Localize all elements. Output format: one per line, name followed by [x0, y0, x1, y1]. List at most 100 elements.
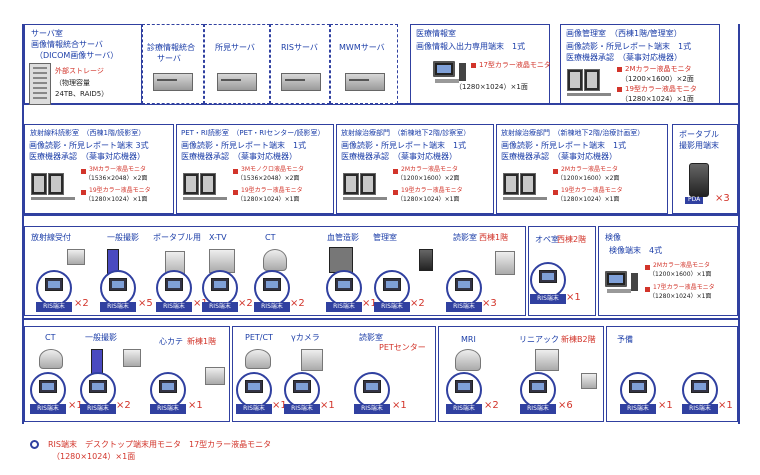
ris-terminal-row4-mri[interactable]: RIS端末 — [446, 372, 482, 414]
ris-terminal-row4-reading[interactable]: RIS端末 — [354, 372, 390, 414]
ris-count-or: ×1 — [566, 292, 581, 303]
row4-linac-device2-icon — [581, 373, 597, 389]
row4-gamma-device-icon — [301, 349, 323, 371]
inspection-m2r: （1280×1024）×1面 — [649, 293, 712, 300]
mwm-server-box: MWMサーバ — [330, 24, 398, 104]
row4-ct-device-icon — [39, 349, 63, 369]
xtv-label: X-TV — [209, 233, 227, 242]
ris-count-row4-gamma: ×1 — [320, 400, 335, 411]
ris-terminal-row4-reserve-2[interactable]: RIS端末 — [682, 372, 718, 414]
ris-terminal-row4-general[interactable]: RIS端末 — [80, 372, 116, 414]
pet-reading-l1: 画像読影・所見レポート端末 1式 — [181, 141, 307, 150]
pet-reading-m2: 19型カラー液晶モニタ — [241, 187, 303, 194]
radtherapy-a-m2: 19型カラー液晶モニタ — [401, 187, 463, 194]
radtherapy-a-bullet-2 — [393, 190, 398, 195]
ris-server-label: RISサーバ — [281, 43, 318, 52]
row4-mri-device-icon — [455, 349, 481, 371]
ris-count-row4-reading: ×1 — [392, 400, 407, 411]
legend-line-1: RIS端末 デスクトップ端末用モニタ 17型カラー液晶モニタ — [48, 440, 272, 449]
rad-reading-m1: 3Mカラー液晶モニタ — [89, 166, 146, 173]
backbone-trunk-left — [22, 24, 24, 424]
rad-reading-bullet-1 — [81, 169, 86, 174]
rad-reading-title: 放射線科読影室 （西棟1階/読影室） — [30, 129, 146, 137]
ris-terminal-xtv[interactable]: RIS端末 — [202, 270, 238, 312]
ris-terminal-or[interactable]: RIS端末 — [530, 262, 566, 304]
storage-capacity: （物理容量 — [55, 79, 90, 87]
legend-line-2: （1280×1024）×1面 — [52, 452, 136, 461]
backbone-line-3 — [22, 318, 740, 320]
ris-count-row4-reserve-2: ×1 — [718, 400, 733, 411]
reading-label: 読影室 — [453, 233, 477, 242]
radtherapy-b-title: 放射線治療部門 （新棟地下2階/治療計画室） — [501, 129, 645, 137]
ris-terminal-general[interactable]: RIS端末 — [100, 270, 136, 312]
legend-circle-icon — [30, 440, 39, 449]
mwm-server-label: MWMサーバ — [339, 43, 385, 52]
ris-terminal-ct[interactable]: RIS端末 — [254, 270, 290, 312]
imgmgmt-bullet-1 — [617, 67, 622, 72]
pet-reading-title: PET・RI読影室 （PET・RIセンター/読影室） — [181, 129, 325, 137]
radtherapy-b-box: 放射線治療部門 （新棟地下2階/治療計画室） 画像読影・所見レポート端末 1式 … — [496, 124, 668, 214]
ris-terminal-row4-ct[interactable]: RIS端末 — [30, 372, 66, 414]
row4-petct-label: PET/CT — [245, 333, 273, 342]
radtherapy-a-l2: 医療機器承認 （薬事対応機器） — [341, 152, 457, 161]
pet-reading-bullet-2 — [233, 190, 238, 195]
radtherapy-a-m1r: （1200×1600）×2面 — [397, 175, 460, 182]
radtherapy-b-m1: 2Mカラー液晶モニタ — [561, 166, 618, 173]
radtherapy-b-bullet-2 — [553, 190, 558, 195]
server-room-title: サーバ室 — [31, 29, 63, 38]
rad-reading-m2: 19型カラー液晶モニタ — [89, 187, 151, 194]
ris-terminal-reading[interactable]: RIS端末 — [446, 270, 482, 312]
ris-terminal-portable[interactable]: RIS端末 — [156, 270, 192, 312]
row4-linac-label: リニアック — [519, 335, 559, 344]
inspection-box: 検像 検像端末 4式 2Mカラー液晶モニタ （1200×1600）×1面 17型… — [598, 226, 738, 316]
radtherapy-b-bullet-1 — [553, 169, 558, 174]
radtherapy-a-bullet-1 — [393, 169, 398, 174]
ris-server-icon — [281, 73, 321, 91]
rad-reading-bullet-2 — [81, 190, 86, 195]
ris-count-row4-mri: ×2 — [484, 400, 499, 411]
ris-terminal-control[interactable]: RIS端末 — [374, 270, 410, 312]
imgmgmt-m2: 19型カラー液晶モニタ — [625, 85, 697, 93]
or-label: オペ室 — [535, 235, 559, 244]
ris-count-control: ×2 — [410, 298, 425, 309]
pda-icon — [689, 163, 709, 197]
ris-count-general: ×5 — [138, 298, 153, 309]
pda-label: PDA — [685, 196, 704, 204]
medinfo-terminal: 画像情報入出力専用端末 1式 — [416, 42, 526, 51]
ris-terminal-row4-cath[interactable]: RIS端末 — [150, 372, 186, 414]
general-label: 一般撮影 — [107, 233, 139, 242]
ris-terminal-row4-petct[interactable]: RIS端末 — [236, 372, 272, 414]
storage-label: 外部ストレージ — [55, 67, 104, 75]
or-loc: 西棟2階 — [557, 235, 587, 244]
findings-server-box: 所見サーバ — [204, 24, 270, 104]
row4-gamma-label: γカメラ — [291, 333, 320, 342]
ct-label: CT — [265, 233, 276, 242]
radtherapy-a-m1: 2Mカラー液晶モニタ — [401, 166, 458, 173]
ris-count-reception: ×2 — [74, 298, 89, 309]
pet-reading-bullet-1 — [233, 169, 238, 174]
ris-count-row4-linac: ×6 — [558, 400, 573, 411]
imgmgmt-title: 画像管理室 （西棟1階/管理室） — [566, 29, 682, 38]
inspection-m2: 17型カラー液晶モニタ — [653, 284, 715, 291]
ris-terminal-row4-gamma[interactable]: RIS端末 — [284, 372, 320, 414]
image-server-sub: （DICOM画像サーバ） — [35, 51, 119, 60]
rad-reading-m2r: （1280×1024）×1面 — [85, 196, 148, 203]
pet-reading-m1: 3Mモノクロ液晶モニタ — [241, 166, 304, 173]
ris-count-angio: ×1 — [362, 298, 377, 309]
medinfo-monitor: 17型カラー液晶モニタ — [479, 61, 551, 69]
ris-count-row4-petct: ×1 — [272, 400, 287, 411]
ris-count-reading: ×3 — [482, 298, 497, 309]
ris-terminal-row4-linac[interactable]: RIS端末 — [520, 372, 556, 414]
ris-terminal-angio[interactable]: RIS端末 — [326, 270, 362, 312]
imgmgmt-box: 画像管理室 （西棟1階/管理室） 画像読影・所見レポート端末 1式 医療機器承認… — [560, 24, 720, 104]
medinfo-title: 医療情報室 — [416, 29, 456, 38]
ris-terminal-row4-reserve-1[interactable]: RIS端末 — [620, 372, 656, 414]
pda-count: ×3 — [715, 193, 730, 204]
row4-general-label: 一般撮影 — [85, 333, 117, 342]
inspection-title: 検像 — [605, 233, 621, 242]
pet-reading-m2r: （1280×1024）×1面 — [237, 196, 300, 203]
ris-terminal-reception[interactable]: RIS端末 — [36, 270, 72, 312]
ris-count-ct: ×2 — [290, 298, 305, 309]
inspection-terminal: 検像端末 4式 — [609, 246, 663, 255]
